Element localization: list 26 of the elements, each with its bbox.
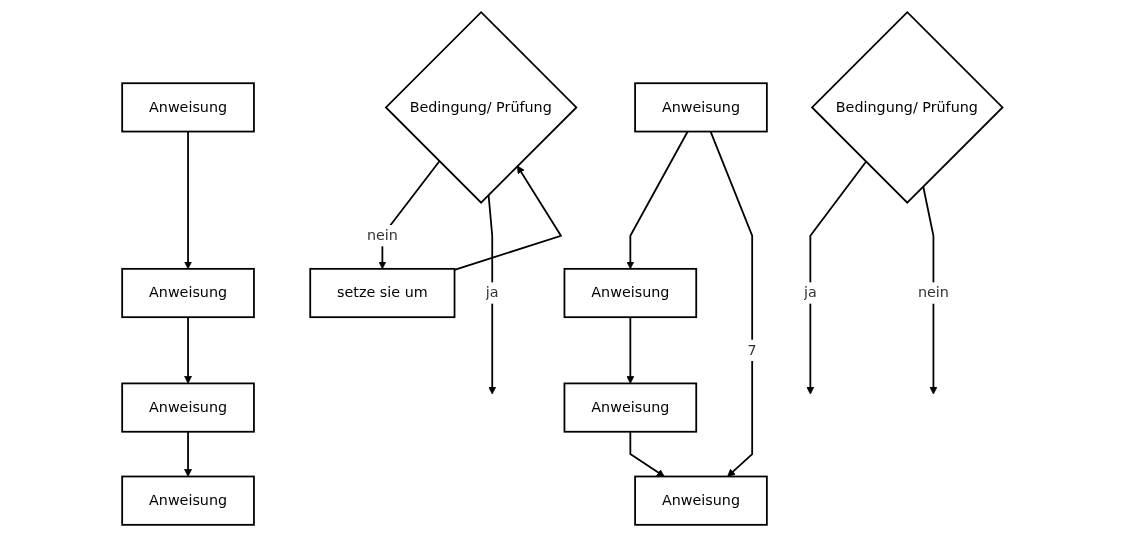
node-diamond: Bedingung/ Prüfung: [810, 10, 1004, 204]
node-box: Anweisung: [121, 382, 255, 433]
arrow: [626, 130, 689, 270]
arrow: [922, 185, 938, 395]
arrow: [184, 316, 193, 384]
arrow: [709, 130, 754, 477]
node-box: Anweisung: [634, 82, 768, 133]
edge-label: ja: [486, 284, 499, 302]
arrow: [626, 316, 635, 384]
edge-label: ja: [804, 284, 817, 302]
arrow: [184, 430, 193, 477]
edge-label: nein: [367, 226, 399, 244]
arrow: [629, 430, 665, 477]
node-box: Anweisung: [634, 475, 768, 526]
node-box: Anweisung: [121, 475, 255, 526]
node-box: Anweisung: [563, 267, 698, 319]
node-box: setze sie um: [309, 267, 456, 319]
arrow: [453, 165, 563, 271]
node-diamond: Bedingung/ Prüfung: [384, 10, 578, 204]
edge-label: 7: [747, 341, 757, 359]
node-box: Anweisung: [563, 382, 698, 433]
arrow: [184, 130, 193, 270]
node-box: Anweisung: [121, 82, 255, 133]
node-box: Anweisung: [121, 267, 255, 319]
edge-label: nein: [918, 284, 950, 302]
arrow: [806, 160, 868, 395]
